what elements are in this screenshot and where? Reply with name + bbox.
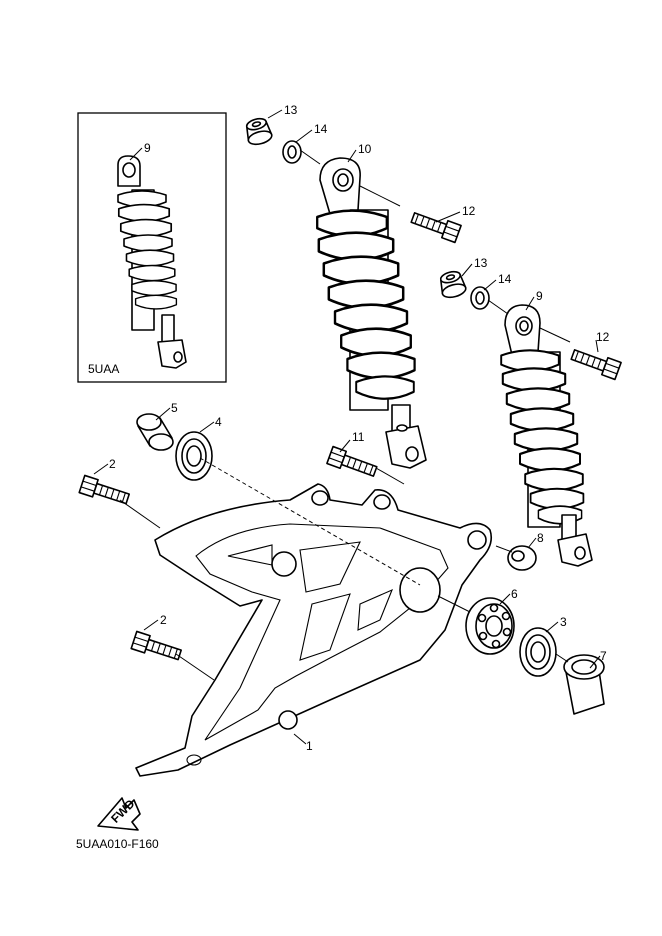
footer-code: 5UAA010-F160 [76,837,159,851]
callout-11: 11 [352,430,365,444]
callout-1: 1 [306,739,313,753]
collar-7 [563,654,605,715]
callout-3: 3 [560,615,567,629]
axis-dashed-line [199,457,421,586]
callout-4: 4 [215,415,222,429]
fwd-arrow-icon: FWD [97,796,141,831]
callout-14: 14 [314,122,328,136]
callout-2: 2 [160,613,167,627]
callout-9: 9 [144,141,151,155]
bolt-12-upper [409,208,462,244]
collar-5 [136,413,174,451]
bolt-2-lower [130,630,184,665]
callout-6: 6 [511,587,518,601]
bearing-4 [175,431,213,481]
callout-labels: 13 14 10 12 13 14 9 12 9 5 4 11 2 8 6 3 … [109,103,610,753]
callout-8: 8 [537,531,544,545]
bearing-6 [465,597,515,655]
callout-2: 2 [109,457,116,471]
callout-10: 10 [358,142,372,156]
washer-14-upper [282,140,302,164]
callout-12: 12 [462,204,476,218]
leader-lines [93,109,601,745]
inset-frame [77,112,227,383]
shock-absorber-9 [500,304,593,567]
bearing-3 [519,627,557,677]
callout-5: 5 [171,401,178,415]
shock-absorber-10 [315,157,427,469]
bolt-11 [326,445,379,481]
callout-13: 13 [284,103,298,117]
cap-nut-13-lower [436,268,469,301]
collar-8 [507,545,537,571]
callout-12: 12 [596,330,610,344]
bolt-12-lower [569,345,622,381]
inset-shock-absorber [117,155,187,369]
callout-13: 13 [474,256,488,270]
callout-7: 7 [600,649,607,663]
cap-nut-13-upper [242,115,275,148]
callout-14: 14 [498,272,512,286]
callout-9: 9 [536,289,543,303]
bolt-2-upper [78,474,132,509]
inset-label: 5UAA [88,362,119,376]
relay-arm-1 [135,483,493,777]
washer-14-lower [470,286,490,310]
